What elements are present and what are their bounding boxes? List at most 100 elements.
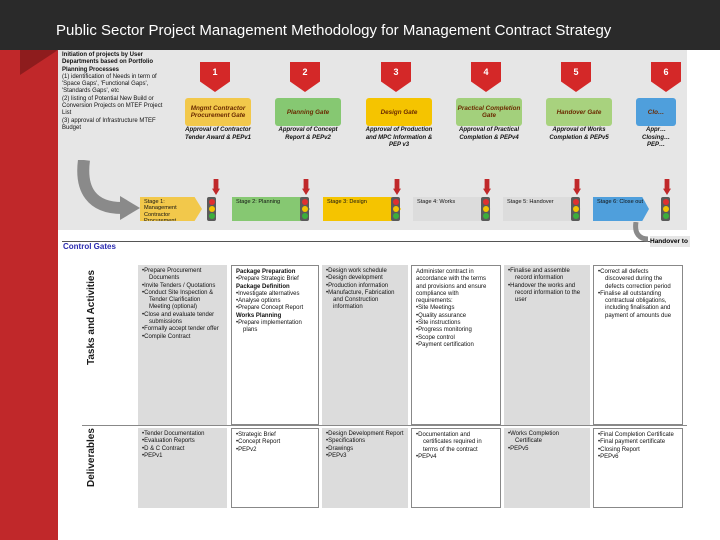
traffic-light-icon bbox=[661, 197, 670, 221]
traffic-light-lamp bbox=[572, 213, 579, 219]
stage-arrow: Stage 2: Planning bbox=[232, 197, 310, 221]
traffic-light-lamp bbox=[572, 206, 579, 212]
gate-label: Mngmt Contractor Procurement Gate bbox=[190, 105, 246, 119]
gate-label: Planning Gate bbox=[286, 108, 330, 116]
deliverable-item: PEPv4 bbox=[416, 454, 496, 461]
task-item: Close and evaluate tender submissions bbox=[142, 312, 223, 327]
task-item: Correct all defects discovered during th… bbox=[598, 269, 678, 291]
gate-box: Planning Gate bbox=[275, 98, 341, 126]
task-item: Production information bbox=[326, 283, 404, 290]
task-item: Prepare implementation plans bbox=[236, 320, 314, 335]
deliverable-item: Strategic Brief bbox=[236, 432, 314, 439]
task-item: Payment certification bbox=[416, 342, 496, 349]
gate-approval-text: Approval of Concept Report & PEPv2 bbox=[278, 127, 338, 141]
traffic-light-lamp bbox=[208, 206, 215, 212]
task-item: Scope control bbox=[416, 335, 496, 342]
red-side-strip bbox=[0, 50, 20, 540]
initiation-box: Initiation of projects by User Departmen… bbox=[62, 52, 164, 162]
deliverable-item: Concept Report bbox=[236, 439, 314, 446]
traffic-light-lamp bbox=[301, 213, 308, 219]
page-title: Public Sector Project Management Methodo… bbox=[56, 22, 612, 39]
stage-arrow: Stage 1: Management Contractor Procureme… bbox=[140, 197, 202, 221]
tasks-column: Correct all defects discovered during th… bbox=[593, 265, 683, 425]
task-item: Finalise and assemble record information bbox=[508, 268, 586, 283]
traffic-light-icon bbox=[207, 197, 216, 221]
deliverable-item: Drawings bbox=[326, 446, 404, 453]
traffic-light-lamp bbox=[662, 199, 669, 205]
task-item: Site Meetings bbox=[416, 305, 496, 312]
traffic-light-lamp bbox=[482, 206, 489, 212]
traffic-light-icon bbox=[481, 197, 490, 221]
deliverable-item: Specifications bbox=[326, 438, 404, 445]
deliverable-item: Tender Documentation bbox=[142, 431, 223, 438]
control-gates-label: Control Gates bbox=[63, 242, 116, 251]
gate-approval-text: Appr… Closing… PEP… bbox=[642, 127, 670, 149]
initiation-line: (1) identification of Needs in term of '… bbox=[62, 73, 157, 95]
gate-approval-text: Approval of Practical Completion & PEPv4 bbox=[458, 127, 520, 141]
title-bar bbox=[0, 0, 720, 50]
task-block-heading: Package Preparation bbox=[236, 269, 296, 275]
task-block-heading: Works Planning bbox=[236, 312, 282, 319]
gate-box: Handover Gate bbox=[546, 98, 612, 126]
deliverable-item: Closing Report bbox=[598, 447, 678, 454]
deliverable-item: Works Completion Certificate bbox=[508, 431, 586, 446]
traffic-light-lamp bbox=[662, 206, 669, 212]
traffic-light-lamp bbox=[392, 199, 399, 205]
task-item: Quality assurance bbox=[416, 313, 496, 320]
deliverable-item: PEPv6 bbox=[598, 454, 678, 461]
down-arrow-icon bbox=[393, 179, 401, 195]
task-item: Investigate alternatives bbox=[236, 291, 314, 298]
control-gates-line bbox=[62, 241, 682, 242]
down-arrow-icon bbox=[663, 179, 671, 195]
down-arrow-icon bbox=[302, 179, 310, 195]
deliverables-column: Documentation and certificates required … bbox=[411, 428, 501, 508]
deliverables-row-label: Deliverables bbox=[86, 428, 97, 487]
deliverables-column: Works Completion CertificatePEPv5 bbox=[504, 428, 590, 508]
traffic-light-lamp bbox=[482, 213, 489, 219]
traffic-light-lamp bbox=[482, 199, 489, 205]
task-item: Compile Contract bbox=[142, 334, 223, 341]
down-arrow-icon bbox=[212, 179, 220, 195]
task-item: Design work schedule bbox=[326, 268, 404, 275]
deliverable-item: D & C Contract bbox=[142, 446, 223, 453]
task-item: Prepare Concept Report bbox=[236, 305, 314, 312]
task-block-heading: Package Definition bbox=[236, 283, 290, 290]
task-item: Conduct Site Inspection & Tender Clarifi… bbox=[142, 290, 223, 312]
traffic-light-lamp bbox=[392, 206, 399, 212]
stage-arrow: Stage 6: Close out bbox=[593, 197, 649, 221]
deliverable-item: Documentation and certificates required … bbox=[416, 432, 496, 454]
tasks-column: Administer contract in accordance with t… bbox=[411, 265, 501, 425]
tasks-column: Finalise and assemble record information… bbox=[504, 265, 590, 425]
traffic-light-lamp bbox=[572, 199, 579, 205]
traffic-light-icon bbox=[300, 197, 309, 221]
initiation-line: (2) listing of Potential New Build or Co… bbox=[62, 95, 163, 117]
task-item: Design development bbox=[326, 275, 404, 282]
traffic-light-lamp bbox=[662, 213, 669, 219]
initiation-line: (3) approval of Infrastructure MTEF Budg… bbox=[62, 117, 156, 131]
gate-approval-text: Approval of Works Completion & PEPv5 bbox=[549, 127, 609, 141]
down-arrow-icon bbox=[483, 179, 491, 195]
gate-box: Mngmt Contractor Procurement Gate bbox=[185, 98, 251, 126]
task-item: Finalise all outstanding contractual obl… bbox=[598, 291, 678, 320]
traffic-light-icon bbox=[391, 197, 400, 221]
stage-arrow: Stage 3: Design bbox=[323, 197, 401, 221]
traffic-light-icon bbox=[571, 197, 580, 221]
traffic-light-lamp bbox=[301, 199, 308, 205]
handover-label-text: Handover to bbox=[650, 238, 688, 245]
task-item: Formally accept tender offer bbox=[142, 326, 223, 333]
tasks-row-label: Tasks and Activities bbox=[86, 269, 97, 365]
task-item: Manufacture, Fabrication and Constructio… bbox=[326, 290, 404, 312]
gate-approval-text: Approval of Contractor Tender Award & PE… bbox=[185, 127, 251, 141]
traffic-light-lamp bbox=[208, 199, 215, 205]
task-item: Progress monitoring bbox=[416, 327, 496, 334]
traffic-light-lamp bbox=[208, 213, 215, 219]
task-item: Analyse options bbox=[236, 298, 314, 305]
stage-arrow: Stage 4: Works bbox=[413, 197, 491, 221]
deliverables-column: Strategic BriefConcept ReportPEPv2 bbox=[231, 428, 319, 508]
deliverable-item: Final payment certificate bbox=[598, 439, 678, 446]
gate-label: Handover Gate bbox=[556, 108, 602, 116]
gate-label: Practical Completion Gate bbox=[457, 105, 521, 119]
task-item: Prepare Strategic Brief bbox=[236, 276, 314, 283]
task-item: Handover the works and record informatio… bbox=[508, 283, 586, 305]
row-divider bbox=[82, 425, 687, 426]
